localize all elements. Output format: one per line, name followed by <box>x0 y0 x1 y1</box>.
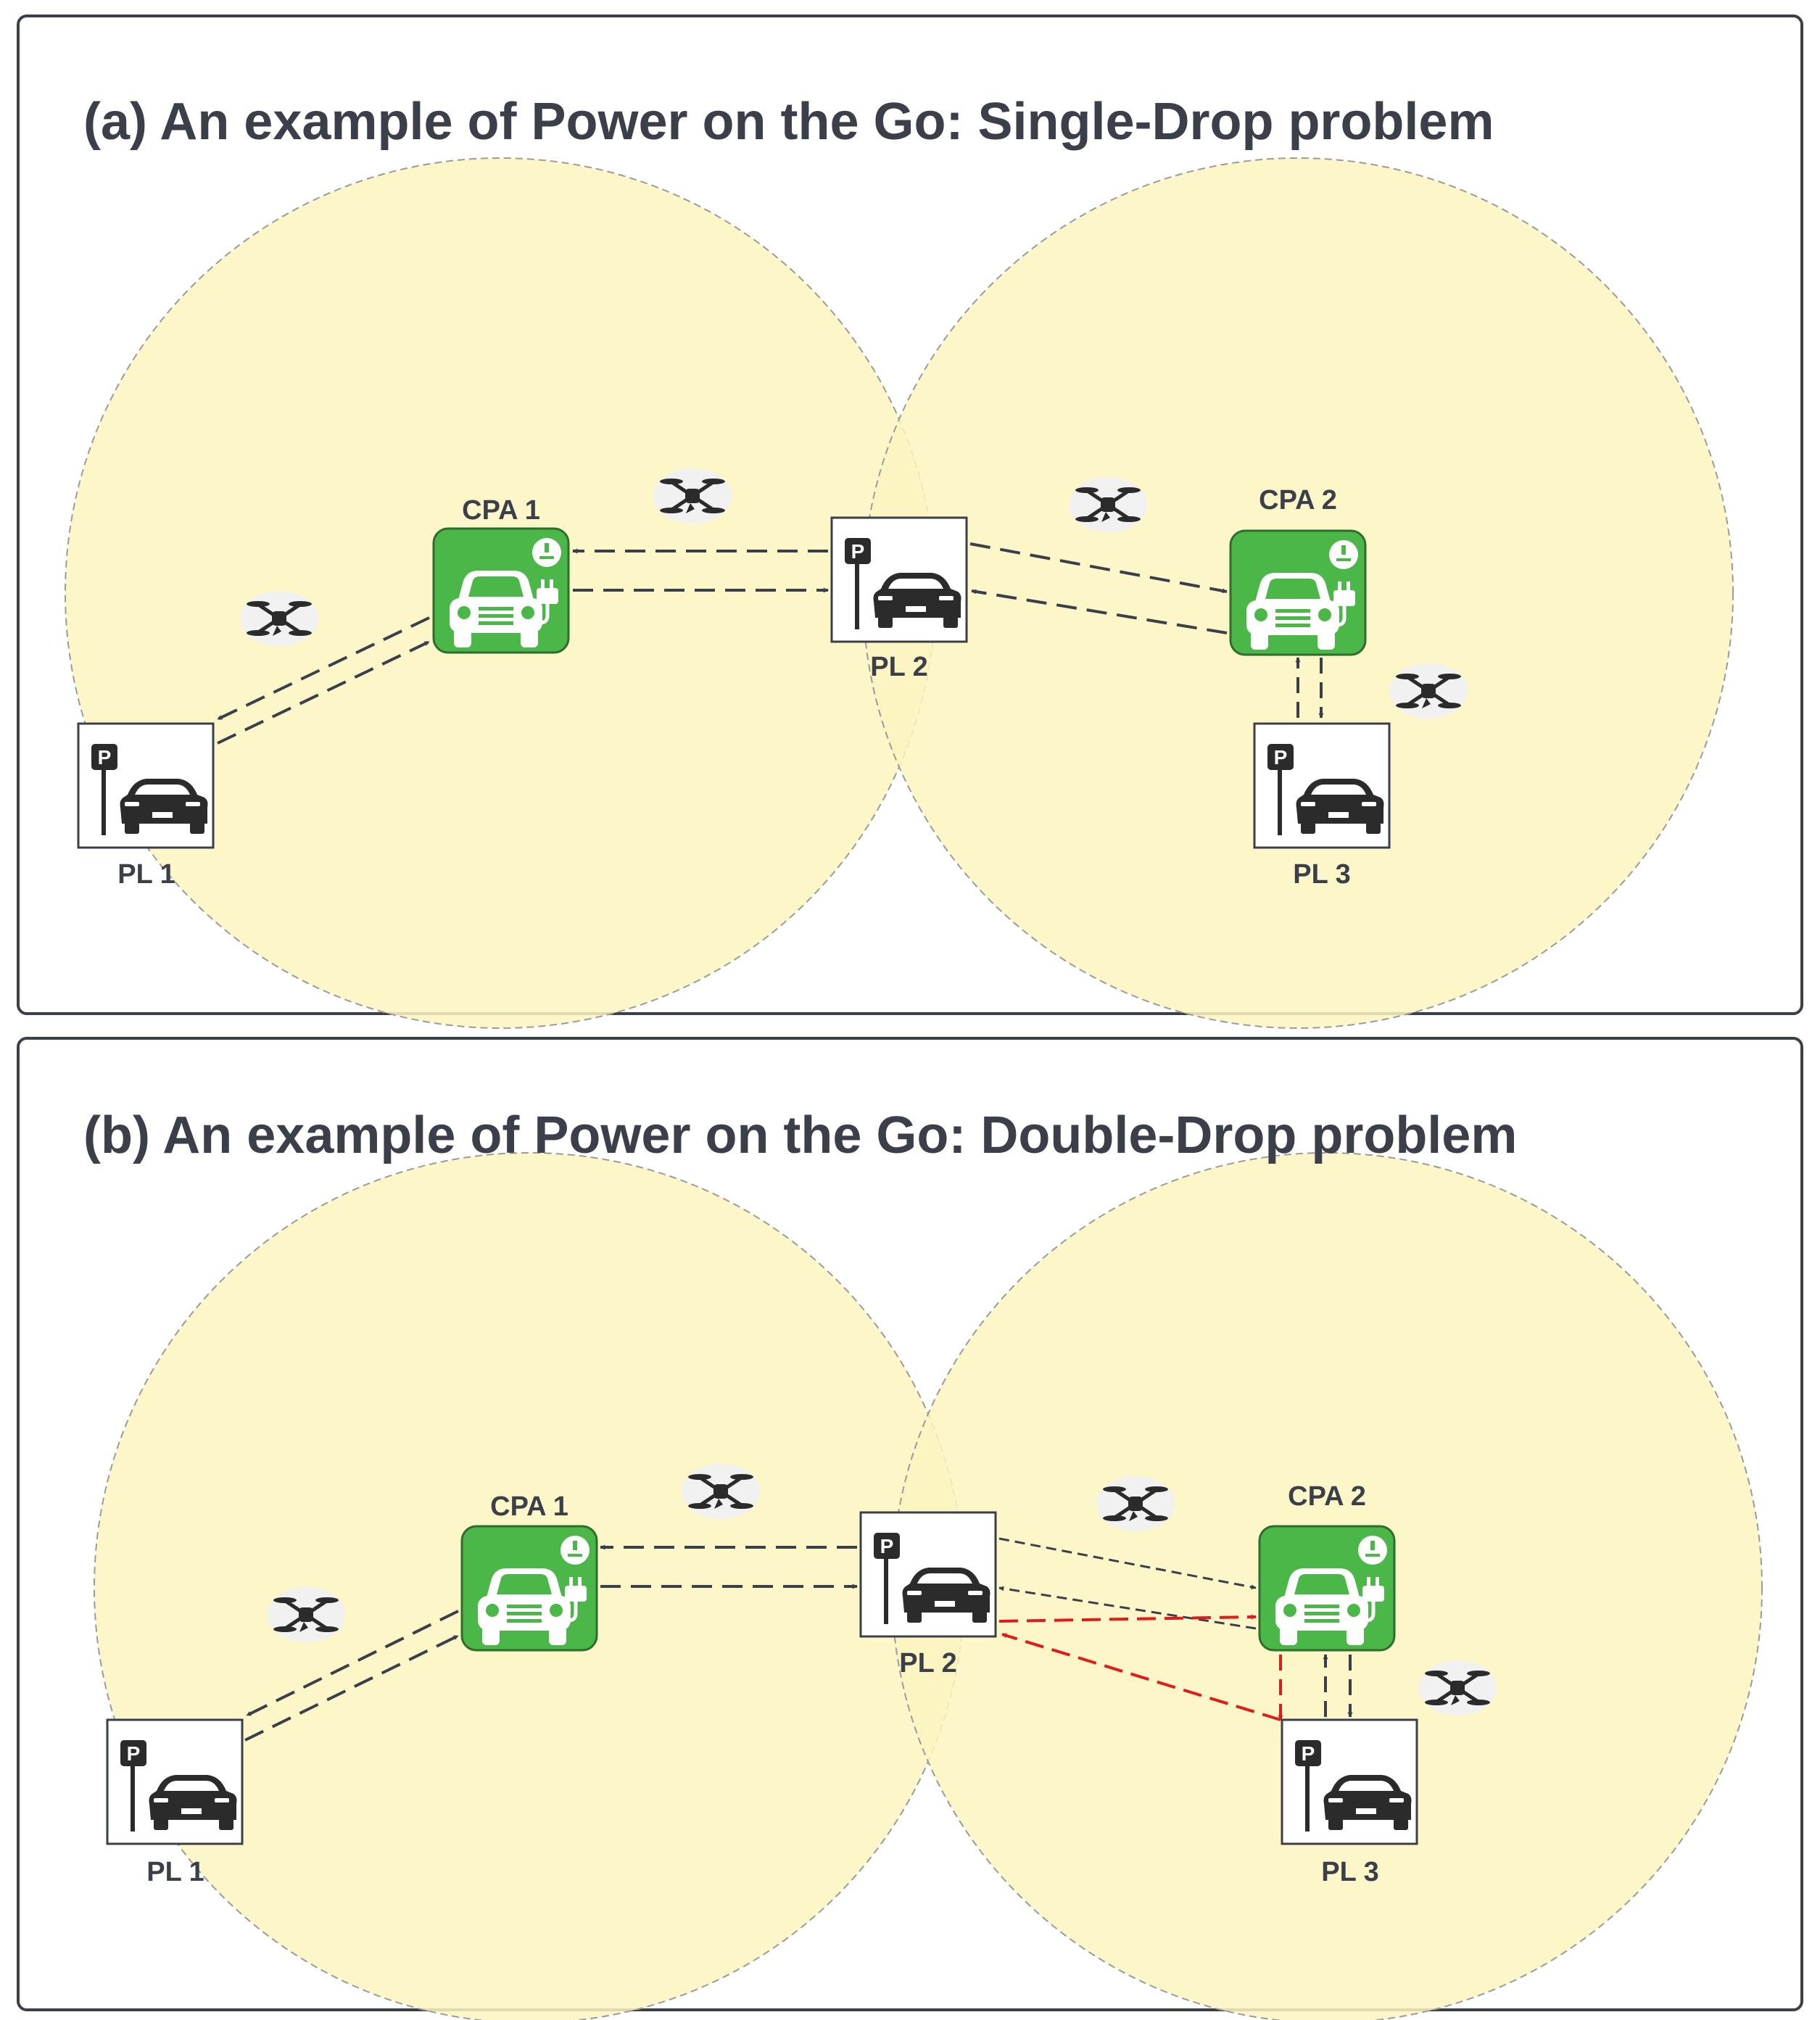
pl-1-label: PL 1 <box>117 859 175 890</box>
route-cpa1-to-pl1 <box>246 1610 459 1717</box>
route-pl1-to-cpa1 <box>217 640 430 745</box>
drone-icon <box>1069 477 1147 532</box>
charging-station-car-icon <box>434 529 568 653</box>
route-pl2-to-cpa2 <box>998 1537 1257 1590</box>
route-red-pl3-to-pl2 <box>1001 1633 1281 1721</box>
cpa-1-label: CPA 1 <box>490 1491 568 1522</box>
drone-icon <box>682 1464 760 1519</box>
route-cpa2-to-pl2 <box>998 1586 1257 1630</box>
panel-b: (b) An example of Power on the Go: Doubl… <box>17 1037 1803 2020</box>
cpa-2-label: CPA 2 <box>1259 485 1337 516</box>
parking-lot-icon <box>77 722 215 849</box>
drone-icon <box>1418 1660 1497 1715</box>
route-red-pl2-to-cpa2 <box>998 1614 1257 1623</box>
route-pl1-to-cpa1 <box>244 1634 459 1742</box>
pl-2-label: PL 2 <box>870 652 928 682</box>
charging-station-car-icon <box>1230 531 1365 655</box>
parking-lot-icon <box>830 516 968 643</box>
drone-icon <box>1389 663 1468 719</box>
cpa-2-label: CPA 2 <box>1288 1481 1366 1512</box>
pl-3-label: PL 3 <box>1293 859 1351 890</box>
panel-b-title: (b) An example of Power on the Go: Doubl… <box>83 1106 1517 1164</box>
pl-2-label: PL 2 <box>899 1648 957 1678</box>
parking-lot-icon <box>106 1718 244 1845</box>
drone-icon <box>1096 1476 1175 1531</box>
pl-3-label: PL 3 <box>1321 1857 1379 1887</box>
charging-station-car-icon <box>1259 1526 1394 1650</box>
parking-lot-icon <box>1281 1718 1418 1845</box>
panel-a: (a) An example of Power on the Go: Singl… <box>17 15 1803 1029</box>
parking-lot-icon <box>859 1511 997 1638</box>
route-pl2-to-cpa2 <box>969 542 1228 594</box>
cpa-1-label: CPA 1 <box>462 495 540 526</box>
drone-icon <box>240 591 318 646</box>
parking-lot-icon <box>1253 722 1391 849</box>
drone-icon <box>653 468 732 523</box>
charging-station-car-icon <box>462 1526 597 1650</box>
drone-icon <box>267 1587 345 1642</box>
route-cpa2-to-pl2 <box>971 589 1228 634</box>
panel-a-title: (a) An example of Power on the Go: Singl… <box>83 93 1494 151</box>
pl-1-label: PL 1 <box>146 1857 204 1887</box>
route-cpa1-to-pl1 <box>217 616 430 721</box>
